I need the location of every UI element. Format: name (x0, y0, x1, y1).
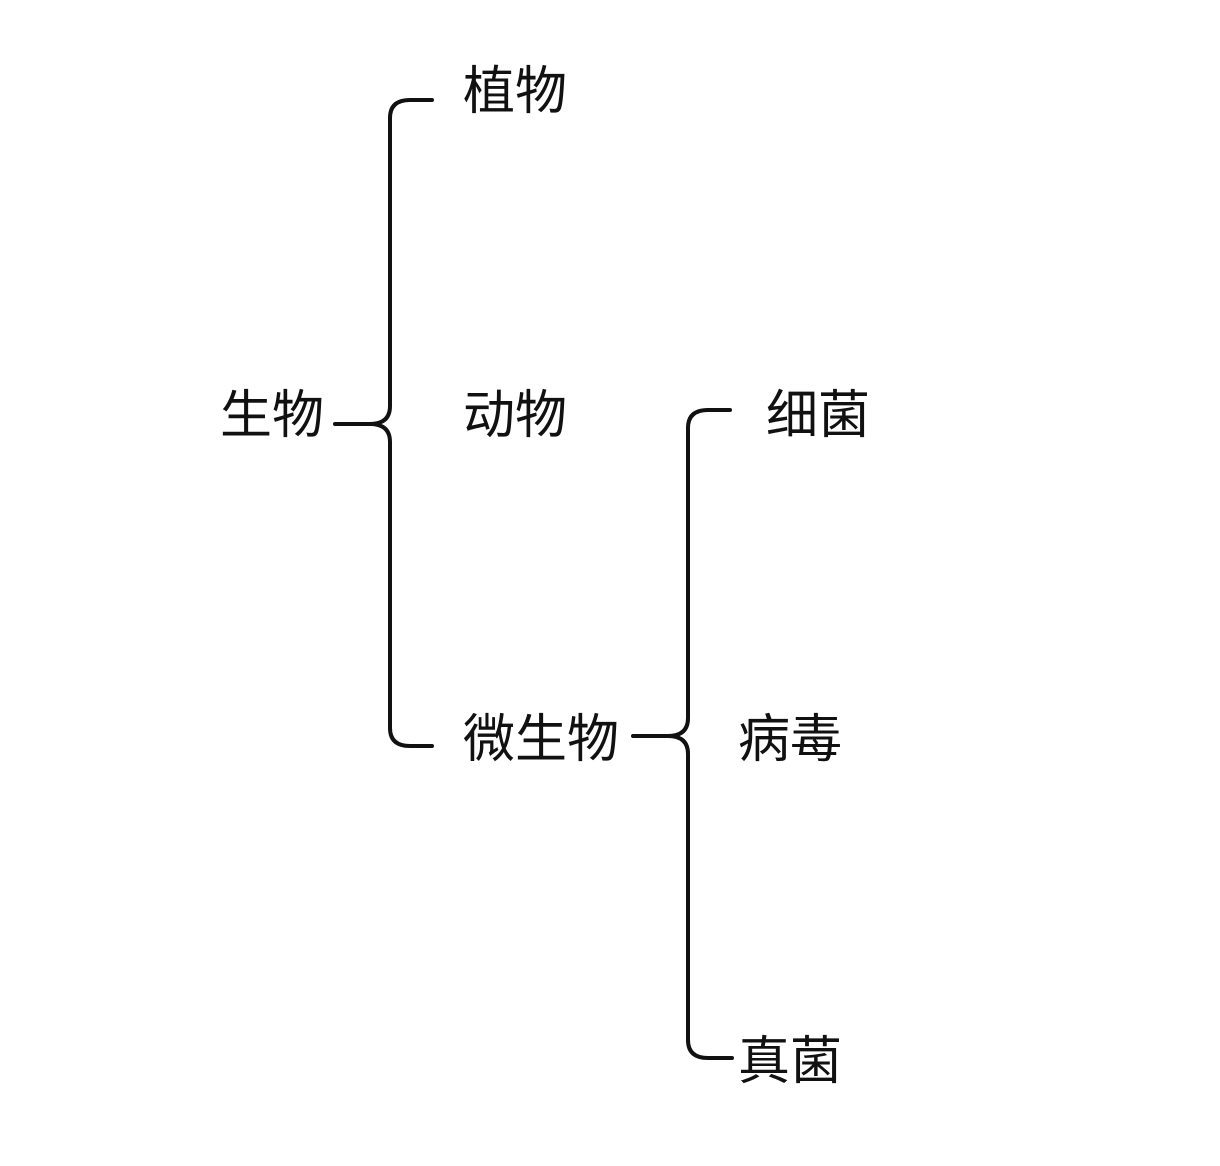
node-plants: 植物 (463, 62, 568, 122)
micro-bracket (631, 408, 734, 1060)
node-animals: 动物 (463, 386, 568, 446)
root-bracket (333, 98, 434, 748)
node-viruses: 病毒 (738, 710, 843, 770)
node-bacteria: 细菌 (766, 386, 871, 446)
node-fungi: 真菌 (738, 1032, 843, 1092)
node-root-organisms: 生物 (220, 386, 325, 446)
node-microorganisms: 微生物 (463, 710, 620, 770)
